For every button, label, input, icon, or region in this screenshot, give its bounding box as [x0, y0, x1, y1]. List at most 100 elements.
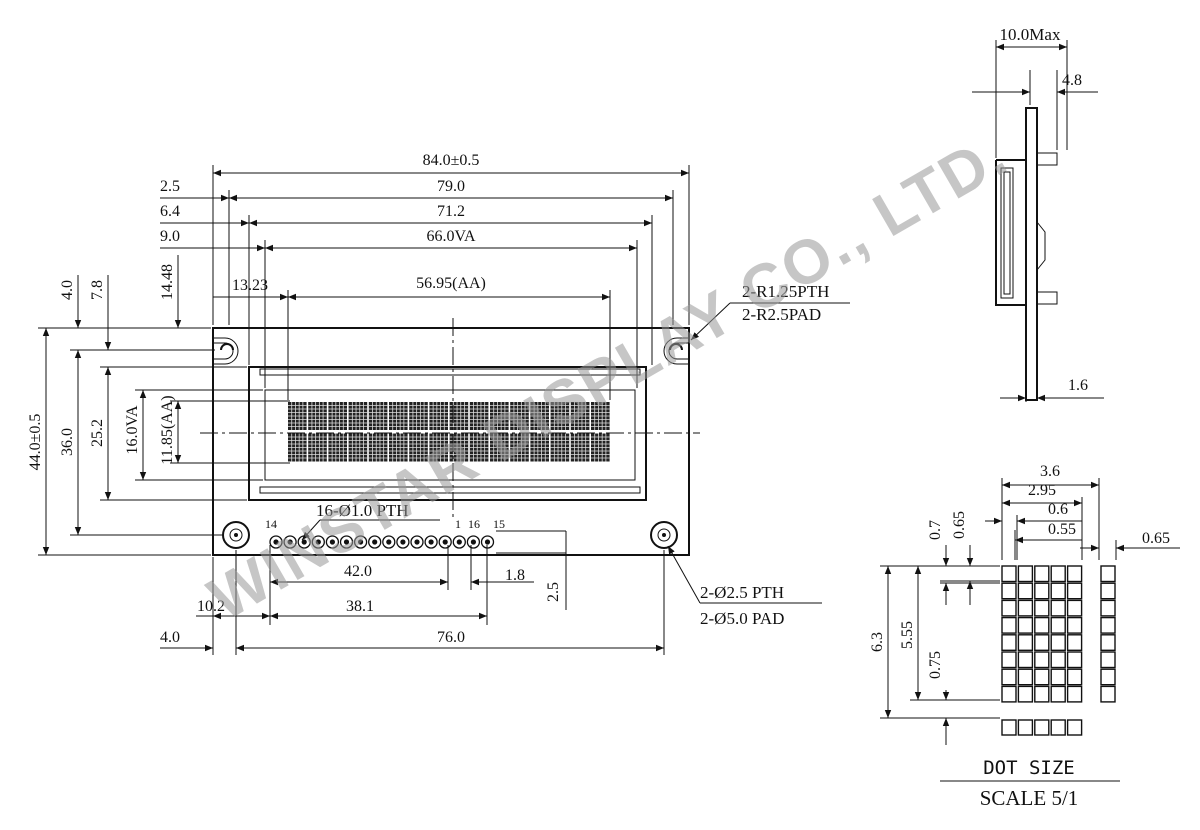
dot — [1034, 634, 1050, 651]
character-cell — [328, 433, 347, 462]
dot — [1001, 634, 1017, 651]
character-cell — [591, 433, 610, 462]
dot — [1017, 634, 1034, 651]
mounting-hole-right — [650, 521, 678, 549]
callout-r25-pad: 2-R2.5PAD — [742, 305, 821, 324]
dim-79: 79.0 — [437, 178, 465, 195]
dot — [1100, 651, 1116, 669]
character-cell — [348, 433, 368, 462]
character-cell — [591, 402, 610, 430]
dim-25-2: 25.2 — [89, 419, 106, 447]
character-cell — [490, 433, 509, 462]
dot — [1066, 582, 1083, 600]
dot — [1066, 616, 1083, 634]
dot — [1066, 565, 1083, 583]
side-glass — [1000, 167, 1014, 299]
dot — [1034, 651, 1050, 669]
dim-top-7-8: 7.8 — [89, 280, 106, 300]
mounting-slot-left — [213, 337, 239, 365]
dim-left-13-23: 13.23 — [232, 277, 268, 294]
dim-dot-0-65-right: 0.65 — [1142, 530, 1170, 547]
character-cell — [409, 402, 428, 430]
dot — [1066, 719, 1083, 736]
mounting-hole-left — [222, 521, 250, 549]
dot — [1100, 565, 1116, 583]
pin-header-row — [269, 535, 495, 549]
dim-dot-6-3: 6.3 — [869, 632, 886, 652]
dot — [1034, 582, 1050, 600]
dot — [1050, 685, 1066, 703]
dim-side-max: 10.0Max — [1000, 25, 1061, 44]
pcb-outline — [212, 327, 690, 556]
character-grid — [288, 402, 610, 462]
dim-71-2: 71.2 — [437, 203, 465, 220]
pin-hole — [353, 535, 368, 549]
pin-label-1: 1 — [455, 517, 461, 531]
pin-label-15: 15 — [493, 517, 505, 531]
dot — [1001, 668, 1017, 686]
dim-left-10-2: 10.2 — [197, 598, 225, 615]
viewing-area — [264, 389, 636, 481]
side-view: 10.0Max 4.8 1.6 — [972, 25, 1104, 402]
character-cell — [409, 433, 428, 462]
pin-hole — [410, 535, 424, 549]
dim-pins-38-1: 38.1 — [346, 598, 374, 615]
character-cell — [328, 402, 347, 430]
dim-dot-0-6: 0.6 — [1048, 501, 1068, 518]
dim-bottom-4-0: 4.0 — [160, 629, 180, 646]
dot — [1066, 599, 1083, 617]
dot — [1100, 582, 1116, 600]
bezel-bottom-strip — [259, 486, 641, 494]
side-pcb — [1025, 107, 1038, 401]
dim-left-6-4: 6.4 — [160, 203, 180, 220]
dot — [1001, 616, 1017, 634]
character-cell — [308, 402, 327, 430]
side-clip-bottom — [1036, 291, 1058, 305]
pin-hole — [396, 535, 410, 549]
dot — [1001, 582, 1017, 600]
callout-pad-50: 2-Ø5.0 PAD — [700, 609, 784, 628]
callout-pth-25: 2-Ø2.5 PTH — [700, 583, 784, 602]
character-cell — [469, 402, 489, 430]
dim-left-9-0: 9.0 — [160, 228, 180, 245]
dot — [1100, 616, 1116, 634]
dot — [1001, 651, 1017, 669]
dim-left-2-5: 2.5 — [160, 178, 180, 195]
dim-top-4-0: 4.0 — [59, 280, 76, 300]
dot — [1050, 634, 1066, 651]
dot — [1050, 599, 1066, 617]
dim-dot-0-65-left: 0.65 — [951, 511, 968, 539]
character-cell — [429, 402, 448, 430]
dot-cursor-row — [1001, 719, 1083, 736]
dim-side-4-8: 4.8 — [1062, 72, 1082, 89]
side-clip-top — [1036, 152, 1058, 166]
dot — [1050, 719, 1066, 736]
character-cell — [510, 402, 529, 430]
bottom-dimensions: 42.0 1.8 2.5 10.2 38.1 4.0 76.0 — [160, 531, 665, 655]
dim-pin-2-5: 2.5 — [545, 582, 562, 602]
pin-label-14: 14 — [265, 517, 277, 531]
pin-hole — [269, 535, 283, 549]
character-cell — [530, 402, 549, 430]
character-cell — [490, 402, 509, 430]
dot-matrix — [1001, 565, 1083, 703]
pin-hole — [382, 535, 396, 549]
dim-overall-width: 84.0±0.5 — [423, 152, 480, 169]
dim-dot-0-55: 0.55 — [1048, 521, 1076, 538]
pin-hole — [311, 535, 325, 549]
character-cell — [288, 402, 307, 430]
dim-va-width: 66.0VA — [426, 228, 475, 245]
dot — [1034, 565, 1050, 583]
dot — [1050, 565, 1066, 583]
dot — [1017, 599, 1034, 617]
dot — [1066, 634, 1083, 651]
character-cell — [348, 402, 368, 430]
dim-aa-width: 56.95(AA) — [416, 275, 486, 292]
dim-pins-42: 42.0 — [344, 563, 372, 580]
pin-hole — [283, 535, 297, 549]
left-dimensions: 44.0±0.5 36.0 25.2 16.0VA 11.85(AA) 4.0 … — [27, 255, 290, 556]
character-cell — [288, 433, 307, 462]
dim-dot-5-55: 5.55 — [899, 621, 916, 649]
pin-hole — [424, 535, 438, 549]
side-bezel — [995, 159, 1026, 306]
